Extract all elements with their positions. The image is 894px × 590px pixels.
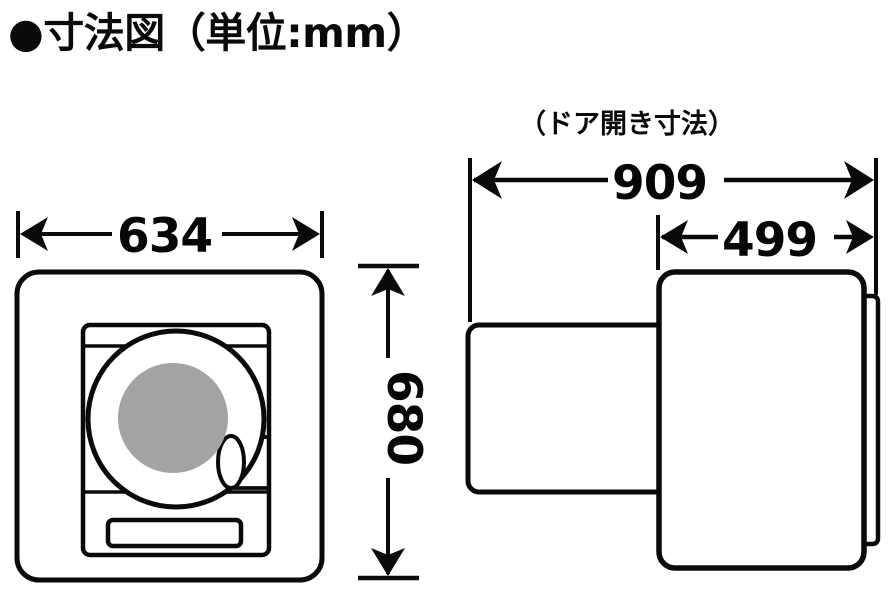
front-view [14, 269, 325, 583]
page-title-text: ●寸法図（単位:mm） [8, 9, 427, 57]
detergent-drawer [105, 517, 244, 549]
dim634-label: 634 [117, 209, 212, 264]
dim634-arrow-left [20, 217, 48, 251]
dim909-arrow-left [472, 161, 502, 199]
dimension-width-634: 634 [16, 209, 324, 264]
dim680-arrow-bottom [371, 548, 405, 576]
page-title: ●寸法図（単位:mm） [8, 9, 428, 57]
door-window [118, 363, 228, 473]
dim499-arrow-left [660, 220, 688, 254]
opened-door-plan [656, 269, 867, 571]
door-open-note-text: （ドア開き寸法） [519, 109, 735, 140]
dim499-arrow-right [846, 220, 874, 254]
dim680-label: 680 [376, 370, 431, 465]
dimension-depth-909: 909 [468, 156, 878, 322]
dim909-arrow-right [844, 161, 874, 199]
top-view [465, 269, 881, 571]
dimension-door-499: 499 [656, 213, 874, 270]
dim680-arrow-top [371, 268, 405, 296]
dim499-label: 499 [722, 213, 817, 268]
door-handle [216, 434, 246, 490]
dim634-arrow-right [292, 217, 320, 251]
door-open-note: （ドア開き寸法） [519, 109, 735, 140]
dim909-label: 909 [612, 156, 707, 211]
dimension-height-680: 680 [358, 263, 431, 581]
